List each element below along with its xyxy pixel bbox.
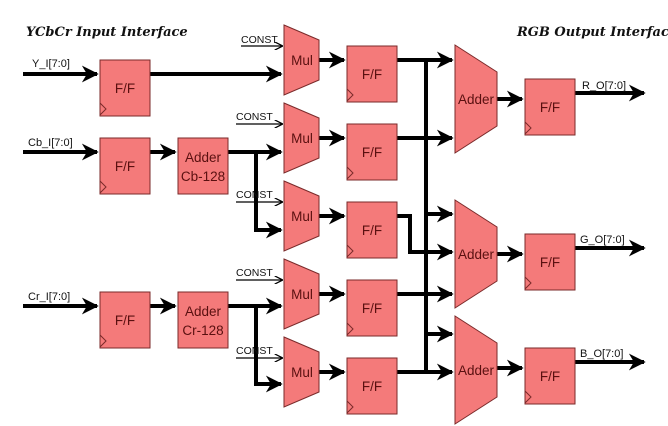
flip-flop-y: F/F: [99, 59, 151, 117]
wire-ff3-to-adder-g: [397, 214, 454, 261]
flip-flop-cb: F/F: [99, 137, 151, 195]
flip-flop-mul5: F/F: [346, 357, 398, 415]
const-label-3: CONST: [236, 189, 273, 201]
adder-body: [454, 199, 498, 309]
flip-flop-body: [524, 78, 576, 136]
adder-label: Adder: [458, 247, 495, 262]
flip-flop-out-g: F/F: [524, 233, 576, 291]
clock-input-icon: [346, 322, 354, 336]
flip-flop-mul4: F/F: [346, 279, 398, 337]
flip-flop-label: F/F: [362, 379, 382, 394]
multiplier-1: Mul: [283, 24, 320, 96]
multiplier-label: Mul: [291, 287, 313, 302]
adder-body: [177, 137, 229, 195]
flip-flop-body: [346, 279, 398, 337]
clock-input-icon: [346, 400, 354, 414]
const-label-1: CONST: [241, 34, 278, 46]
flip-flop-label: F/F: [540, 100, 560, 115]
clock-input-icon: [346, 244, 354, 258]
const-label-5: CONST: [236, 345, 273, 357]
adder-label: Adder: [458, 363, 495, 378]
multiplier-label: Mul: [291, 131, 313, 146]
multiplier-2: Mul: [283, 102, 320, 174]
multiplier-4: Mul: [283, 258, 320, 330]
flip-flop-label: F/F: [362, 145, 382, 160]
flip-flop-body: [99, 59, 151, 117]
clock-input-icon: [524, 276, 532, 290]
blocks: F/FF/FAdderCb-128F/FAdderCr-128MulMulMul…: [99, 24, 576, 425]
output-label-r: R_O[7:0]: [582, 80, 626, 92]
flip-flop-body: [346, 357, 398, 415]
adder-label: Adder: [458, 92, 495, 107]
flip-flop-body: [346, 45, 398, 103]
flip-flop-mul3: F/F: [346, 201, 398, 259]
clock-input-icon: [99, 102, 107, 116]
const-label-2: CONST: [236, 111, 273, 123]
adder-label-line1: Adder: [185, 304, 222, 319]
flip-flop-cr: F/F: [99, 291, 151, 349]
flip-flop-body: [99, 291, 151, 349]
flip-flop-body: [99, 137, 151, 195]
clock-input-icon: [346, 88, 354, 102]
adder-body: [177, 291, 229, 349]
multiplier-body: [283, 336, 320, 408]
adder-label-line2: Cb-128: [181, 169, 225, 184]
flip-flop-body: [346, 123, 398, 181]
labels: Y_I[7:0] Cb_I[7:0] Cr_I[7:0] R_O[7:0] G_…: [28, 34, 626, 360]
adder-b: Adder: [454, 315, 498, 425]
flip-flop-mul1: F/F: [346, 45, 398, 103]
flip-flop-body: [524, 233, 576, 291]
multiplier-5: Mul: [283, 336, 320, 408]
wire-cr-to-mul5: [254, 306, 283, 393]
flip-flop-out-b: F/F: [524, 347, 576, 405]
adder-g: Adder: [454, 199, 498, 309]
flip-flop-label: F/F: [115, 81, 135, 96]
input-label-cr: Cr_I[7:0]: [28, 291, 70, 303]
multiplier-body: [283, 180, 320, 252]
clock-input-icon: [99, 180, 107, 194]
output-label-b: B_O[7:0]: [580, 348, 623, 360]
flip-flop-label: F/F: [362, 301, 382, 316]
adder-label-line2: Cr-128: [182, 323, 223, 338]
wires: [23, 46, 646, 393]
multiplier-body: [283, 24, 320, 96]
flip-flop-body: [524, 347, 576, 405]
flip-flop-out-r: F/F: [524, 78, 576, 136]
output-interface-title: RGB Output Interface: [516, 25, 668, 40]
flip-flop-label: F/F: [115, 313, 135, 328]
const-label-4: CONST: [236, 267, 273, 279]
input-interface-title: YCbCr Input Interface: [26, 25, 188, 40]
flip-flop-label: F/F: [362, 67, 382, 82]
multiplier-label: Mul: [291, 209, 313, 224]
flip-flop-body: [346, 201, 398, 259]
multiplier-label: Mul: [291, 365, 313, 380]
input-label-cb: Cb_I[7:0]: [28, 137, 73, 149]
wire-cb-to-mul3: [254, 152, 283, 239]
multiplier-label: Mul: [291, 53, 313, 68]
flip-flop-label: F/F: [115, 159, 135, 174]
multiplier-body: [283, 102, 320, 174]
input-label-y: Y_I[7:0]: [32, 58, 70, 70]
clock-input-icon: [524, 390, 532, 404]
multiplier-body: [283, 258, 320, 330]
flip-flop-mul2: F/F: [346, 123, 398, 181]
adder-body: [454, 44, 498, 154]
flip-flop-label: F/F: [362, 223, 382, 238]
adder-r: Adder: [454, 44, 498, 154]
flip-flop-label: F/F: [540, 369, 560, 384]
adder-body: [454, 315, 498, 425]
output-label-g: G_O[7:0]: [580, 234, 625, 246]
clock-input-icon: [524, 121, 532, 135]
clock-input-icon: [99, 334, 107, 348]
multiplier-3: Mul: [283, 180, 320, 252]
clock-input-icon: [346, 166, 354, 180]
flip-flop-label: F/F: [540, 255, 560, 270]
adder-label-line1: Adder: [185, 150, 222, 165]
